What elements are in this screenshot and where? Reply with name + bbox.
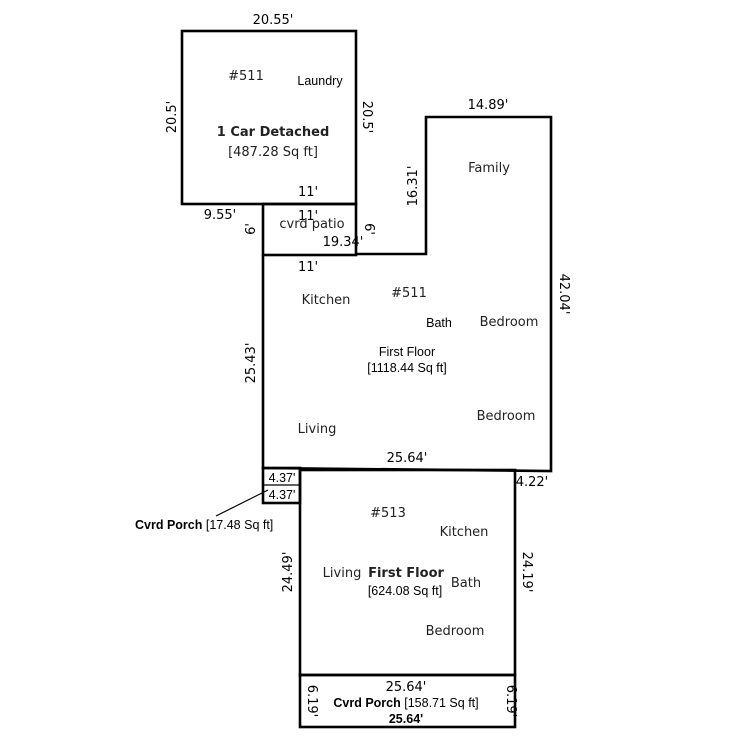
garage-area: [487.28 Sq ft] xyxy=(228,145,318,160)
kitchen-label-511: Kitchen xyxy=(302,293,351,308)
bedroom2-label-511: Bedroom xyxy=(477,409,536,424)
porch-front-dim-left: 6.19' xyxy=(304,685,319,718)
family-room-label: Family xyxy=(468,161,510,176)
unit513-area: [624.08 Sq ft] xyxy=(368,584,442,598)
kitchen-label-513: Kitchen xyxy=(440,525,489,540)
garage-dim-bottom-left: 9.55' xyxy=(204,208,237,223)
garage-dim-bottom-right: 11' xyxy=(298,185,318,200)
unit513-number: #513 xyxy=(370,506,406,521)
living-label-511: Living xyxy=(298,422,337,437)
unit513-dim-left: 24.49' xyxy=(281,552,296,593)
patio-dim-left: 6' xyxy=(244,223,259,235)
porch-small-dim-bottom: 4.37' xyxy=(269,488,296,502)
garage-unit-number: #511 xyxy=(228,69,264,84)
bedroom1-label-511: Bedroom xyxy=(480,315,539,330)
unit511-area: [1118.44 Sq ft] xyxy=(367,361,446,375)
patio-label: cvrd patio xyxy=(279,217,344,232)
porch-front-dim-right: 6.19' xyxy=(503,685,518,718)
unit511-dim-bottom: 25.64' xyxy=(387,451,428,466)
garage-dim-top: 20.55' xyxy=(253,13,294,28)
unit511-dim-left: 25.43' xyxy=(244,343,259,384)
porch-small-dim-top: 4.37' xyxy=(269,471,296,485)
garage-outline xyxy=(180,29,358,206)
unit511-dim-right: 42.04' xyxy=(556,274,571,315)
unit511-dim-step: 19.34' xyxy=(323,235,364,250)
porch-front-dim-top: 25.64' xyxy=(386,680,427,695)
porch-front-label: Cvrd Porch [158.71 Sq ft] xyxy=(333,696,478,710)
garage-dim-right: 20.5' xyxy=(359,101,374,134)
unit511-dim-family-left: 16.31' xyxy=(406,166,421,207)
patio-dim-bottom: 11' xyxy=(298,260,318,275)
garage-dim-left: 20.5' xyxy=(165,101,180,134)
bath-label-511: Bath xyxy=(426,316,452,330)
patio-dim-right: 6' xyxy=(361,223,376,235)
unit511-number: #511 xyxy=(391,286,427,301)
patio-outline xyxy=(261,202,358,257)
patio-dim-top: 11' xyxy=(298,209,318,224)
unit511-dim-right-step: 4.22' xyxy=(516,475,549,490)
living-label-513: Living xyxy=(323,566,362,581)
laundry-label: Laundry xyxy=(297,74,343,88)
garage-name: 1 Car Detached xyxy=(217,125,330,140)
porch-front-outline xyxy=(298,673,517,729)
unit511-floor-name: First Floor xyxy=(379,345,435,359)
porch-small-label: Cvrd Porch [17.48 Sq ft] xyxy=(135,518,273,532)
unit511-dim-top: 14.89' xyxy=(468,98,509,113)
bedroom-label-513: Bedroom xyxy=(426,624,485,639)
porch-small-leader-line xyxy=(215,489,269,517)
porch-front-dim-bottom: 25.64' xyxy=(389,712,423,726)
unit513-dim-right: 24.19' xyxy=(519,552,534,593)
unit513-floor-name: First Floor xyxy=(368,566,444,581)
bath-label-513: Bath xyxy=(451,576,481,591)
